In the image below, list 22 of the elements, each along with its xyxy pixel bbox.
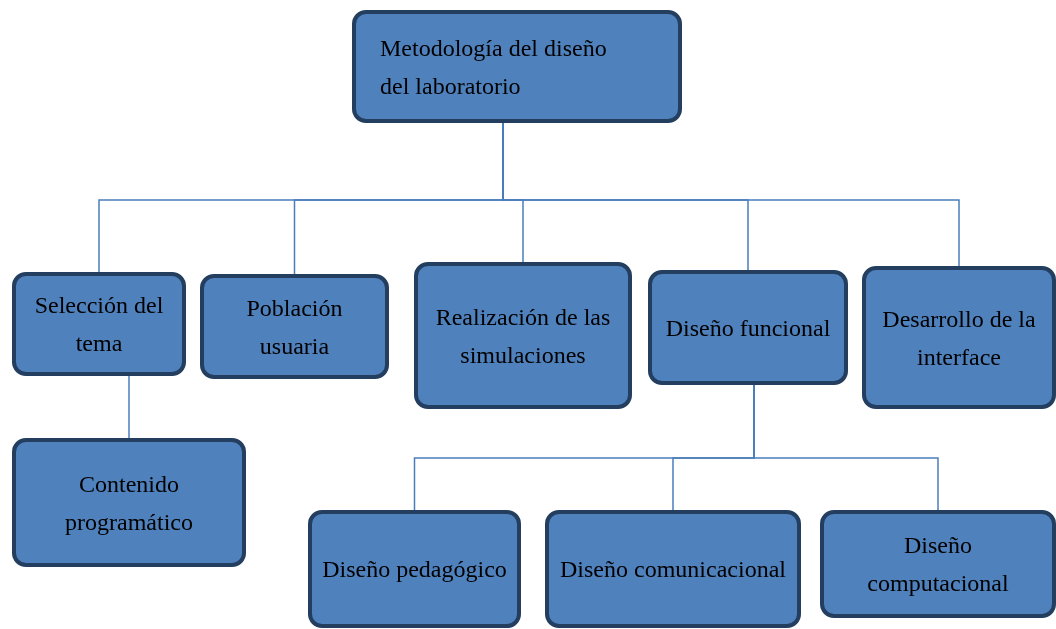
process-box xyxy=(820,510,1056,618)
process-box xyxy=(862,266,1056,409)
node-label: Selección del tema xyxy=(33,291,165,358)
process-box xyxy=(352,10,682,123)
node-label: Población usuaria xyxy=(245,293,344,361)
process-box xyxy=(414,262,632,409)
node-label: Diseño funcional xyxy=(665,313,831,343)
node-label: Diseño comunicacional xyxy=(560,555,786,584)
process-box xyxy=(545,510,801,628)
process-box xyxy=(200,274,389,379)
node-label: Desarrollo de la interface xyxy=(881,304,1037,372)
process-box xyxy=(648,270,848,385)
node-label: Diseño pedagógico xyxy=(322,555,507,584)
node-label: Realización de las simulaciones xyxy=(434,302,612,370)
process-box xyxy=(12,438,246,567)
connector-line xyxy=(128,375,130,439)
node-label: Diseño computacional xyxy=(866,531,1010,598)
process-box xyxy=(12,272,186,376)
node-label: Contenido programático xyxy=(64,469,194,537)
connector-line xyxy=(753,384,939,511)
node-label: Metodología del diseño del laboratorio xyxy=(380,33,608,101)
process-box xyxy=(308,510,521,628)
